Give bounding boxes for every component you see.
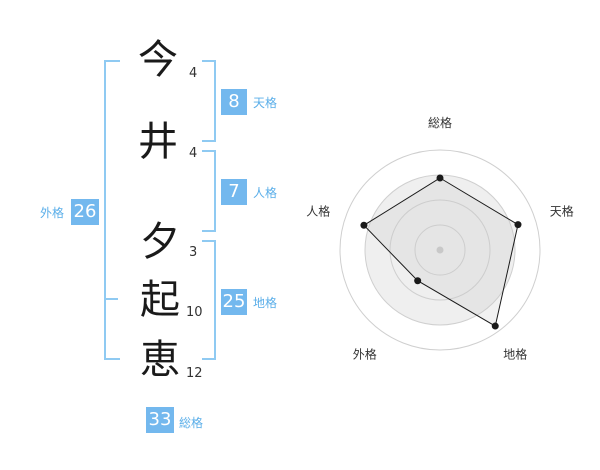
tenkaku-bracket: [202, 60, 216, 142]
name-char-5: 恵: [140, 337, 180, 383]
radar-axis-label-1: 総格: [428, 115, 452, 130]
chikaku-bracket: [202, 240, 216, 360]
radar-ring-2: [389, 199, 491, 301]
name-char-4: 起: [140, 277, 180, 323]
radar-ring-4: [339, 149, 541, 351]
jinkaku-label: 人格: [253, 186, 278, 200]
radar-point-4: [414, 277, 422, 285]
jinkaku-bracket: [202, 150, 216, 232]
radar-point-5: [360, 221, 368, 229]
radar-axis-label-5: 人格: [306, 203, 330, 218]
soukaku-label: 総格: [179, 416, 204, 430]
name-char-3: 夕: [140, 219, 180, 265]
soukaku-value: 33: [146, 407, 174, 433]
tenkaku-value: 8: [221, 89, 247, 115]
gaikaku-label: 外格: [40, 206, 65, 220]
radar-axis-label-2: 天格: [550, 203, 574, 218]
radar-point-1: [436, 174, 444, 182]
radar-center-dot: [436, 246, 444, 254]
tenkaku-label: 天格: [253, 96, 278, 110]
radar-point-2: [514, 221, 522, 229]
jinkaku-value: 7: [221, 179, 247, 205]
name-char-1: 今: [138, 37, 178, 83]
stroke-count-2: 4: [189, 146, 198, 161]
radar-polygon: [363, 177, 519, 327]
gaikaku-bracket-mid: [104, 298, 118, 300]
radar-axis-label-3: 地格: [503, 347, 527, 362]
stroke-count-3: 3: [189, 245, 198, 260]
stroke-count-1: 4: [189, 66, 198, 81]
chikaku-label: 地格: [253, 296, 278, 310]
stroke-count-4: 10: [186, 305, 203, 320]
gaikaku-value: 26: [71, 199, 99, 225]
gaikaku-bracket: [104, 60, 120, 360]
chikaku-value: 25: [221, 289, 247, 315]
radar-ring-1: [414, 224, 466, 276]
radar-point-3: [491, 322, 499, 330]
stroke-count-5: 12: [186, 366, 203, 381]
radar-axis-label-4: 外格: [353, 347, 377, 362]
name-char-2: 井: [138, 119, 178, 165]
